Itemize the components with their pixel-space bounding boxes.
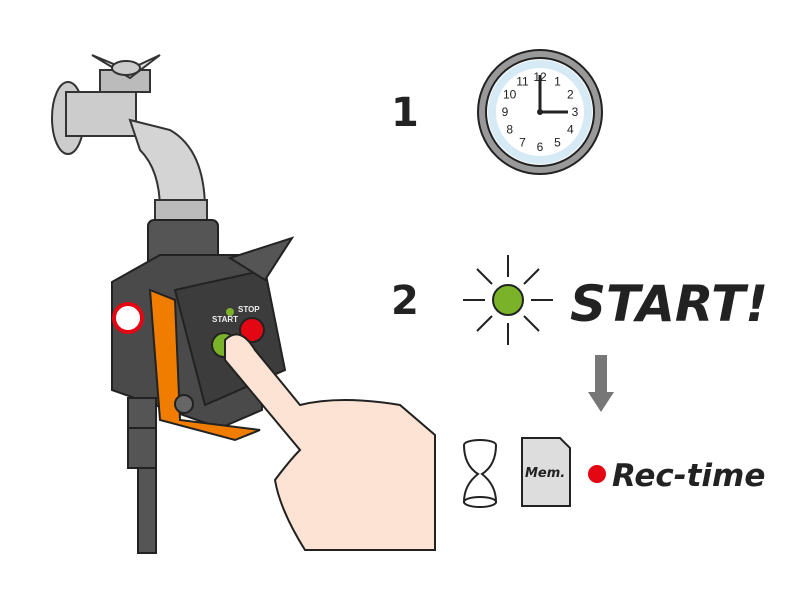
device-start-label: START: [212, 315, 238, 324]
clock-number: 2: [567, 88, 574, 102]
arrow-down-icon: [588, 355, 614, 412]
device-stop-label: STOP: [238, 305, 260, 314]
clock-number: 8: [506, 123, 513, 137]
stop-button[interactable]: [239, 317, 265, 343]
clock-number: 9: [502, 105, 509, 119]
clock-number: 3: [572, 105, 579, 119]
clock-number: 10: [503, 88, 517, 102]
clock-icon: [477, 49, 603, 175]
clock-number: 12: [533, 70, 547, 84]
clock-number: 5: [554, 135, 561, 149]
clock-number: 11: [516, 75, 529, 89]
clock-number: 4: [567, 123, 574, 137]
mem-label: Mem.: [525, 466, 565, 481]
faucet: [51, 54, 208, 231]
step-1-number: 1: [391, 90, 419, 136]
rec-time-label: Rec-time: [612, 458, 765, 494]
start-instruction: START!: [570, 275, 768, 333]
clock-number: 7: [519, 135, 526, 149]
device-led: [226, 308, 234, 316]
step-2-number: 2: [391, 278, 419, 324]
blinking-led-icon: [463, 255, 553, 345]
memory-card-icon: [521, 437, 571, 507]
hourglass-icon: [462, 439, 498, 508]
clock-number: 6: [537, 140, 544, 154]
pointing-hand: [224, 333, 436, 551]
record-dot-icon: [588, 465, 606, 483]
clock-number: 1: [554, 75, 561, 89]
no-drink-icon: [112, 302, 144, 334]
